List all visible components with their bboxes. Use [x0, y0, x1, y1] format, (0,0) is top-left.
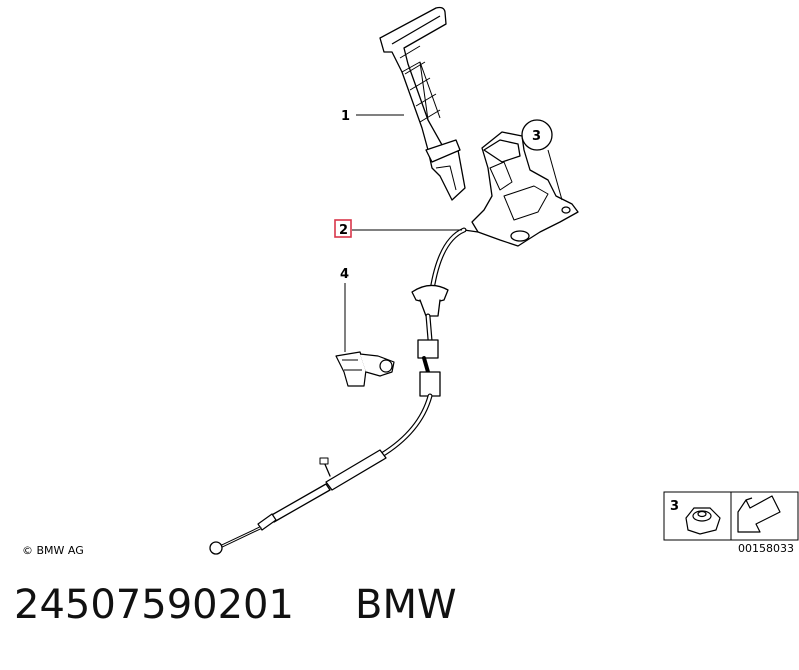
part-3-bracket[interactable]	[463, 131, 579, 247]
copyright-text: © BMW AG	[22, 544, 84, 557]
inset-callout-3: 3	[670, 499, 679, 514]
brand-name: BMW	[355, 582, 457, 628]
inset-panel: 3 00158033	[663, 491, 799, 555]
nut-icon	[685, 507, 721, 535]
callout-4[interactable]: 4	[340, 267, 349, 282]
part-number: 24507590201	[14, 582, 294, 628]
arrow-icon	[737, 495, 781, 533]
callout-2-highlight-box	[334, 219, 352, 238]
callout-3[interactable]: 3	[532, 129, 541, 144]
inset-code: 00158033	[738, 542, 794, 555]
part-2-cable[interactable]	[209, 227, 467, 555]
callout-3-circle	[521, 119, 553, 151]
callout-2[interactable]: 2	[339, 223, 348, 238]
leader-lines	[344, 114, 563, 352]
callout-1[interactable]: 1	[341, 109, 350, 124]
part-1-lever[interactable]	[379, 6, 466, 201]
part-4-clip[interactable]	[335, 351, 395, 387]
